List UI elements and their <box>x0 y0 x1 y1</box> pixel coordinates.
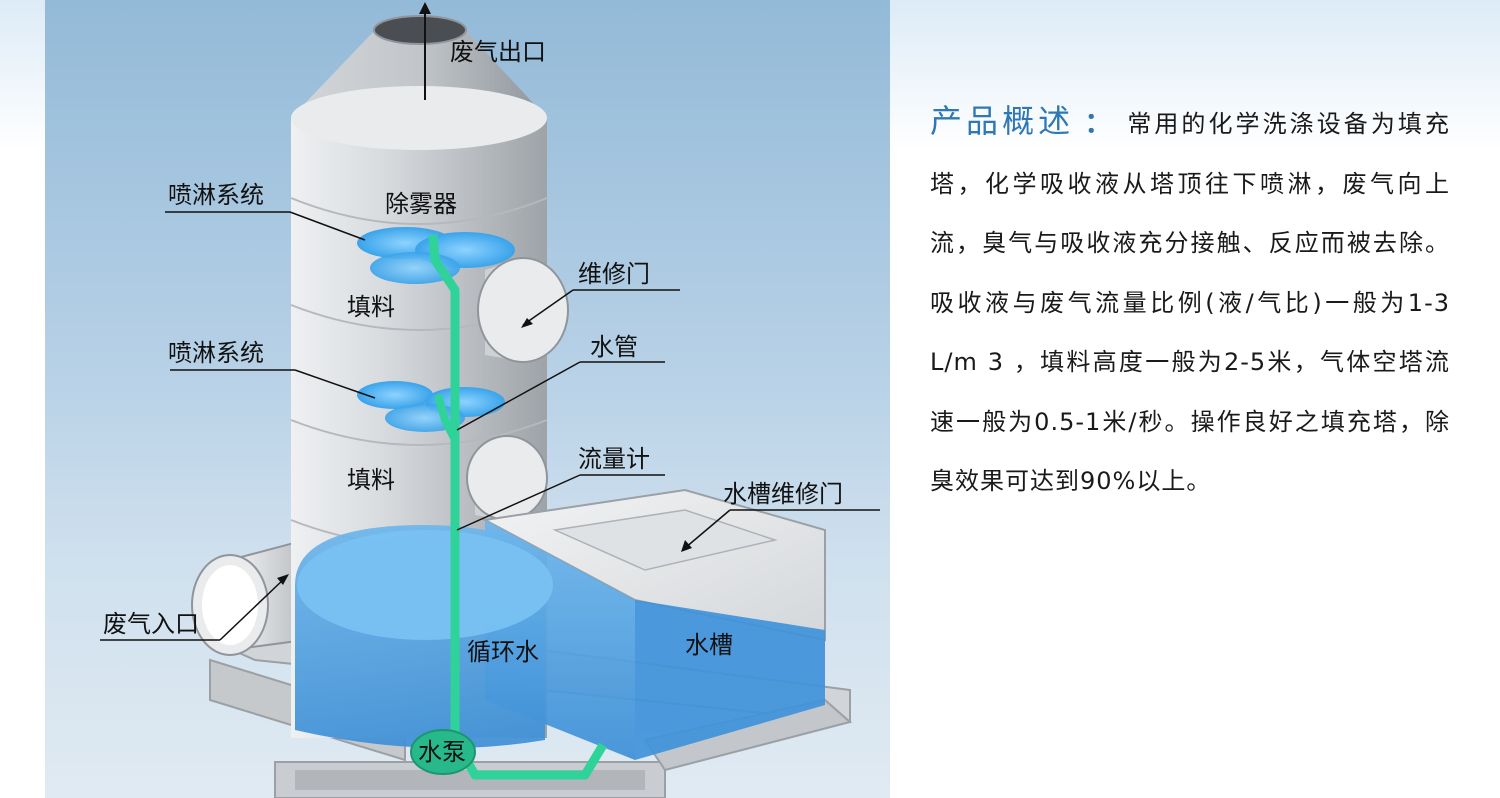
water-pump-label: 水泵 <box>418 738 466 766</box>
tank-door-label: 水槽维修门 <box>723 480 843 508</box>
diagram-artwork <box>100 2 880 798</box>
water-tank <box>481 488 826 760</box>
gas-outlet-label: 废气出口 <box>450 38 546 66</box>
water-tank-label: 水槽 <box>685 631 733 659</box>
leader-lines <box>100 2 880 641</box>
description-body: 常用的化学洗涤设备为填充塔，化学吸收液从塔顶往下喷淋，废气向上流，臭气与吸收液充… <box>930 110 1450 495</box>
demister-label: 除雾器 <box>385 190 457 218</box>
product-description: 产品概述 ：常用的化学洗涤设备为填充塔，化学吸收液从塔顶往下喷淋，废气向上流，臭气… <box>930 92 1450 512</box>
gas-inlet-label: 废气入口 <box>103 610 199 638</box>
water-pipe <box>410 234 607 780</box>
packing-top-label: 填料 <box>347 293 395 321</box>
maintenance-door-label: 维修门 <box>578 260 650 288</box>
spray-system-top-label: 喷淋系统 <box>168 181 264 209</box>
flow-meter-label: 流量计 <box>578 445 650 473</box>
circulating-water-pool <box>295 525 553 748</box>
inlet-duct <box>191 538 306 656</box>
water-pipe-label: 水管 <box>590 333 638 361</box>
scrubber-diagram: 废气出口 除雾器 喷淋系统 维修门 填料 喷淋系统 水管 填料 流量计 水槽维修… <box>45 0 890 798</box>
description-colon: ： <box>1084 106 1116 139</box>
spray-clouds <box>357 227 515 432</box>
spray-system-mid-label: 喷淋系统 <box>168 339 264 367</box>
packing-bottom-label: 填料 <box>347 466 395 494</box>
circulating-water-label: 循环水 <box>467 638 539 666</box>
description-heading: 产品概述 <box>930 102 1075 140</box>
